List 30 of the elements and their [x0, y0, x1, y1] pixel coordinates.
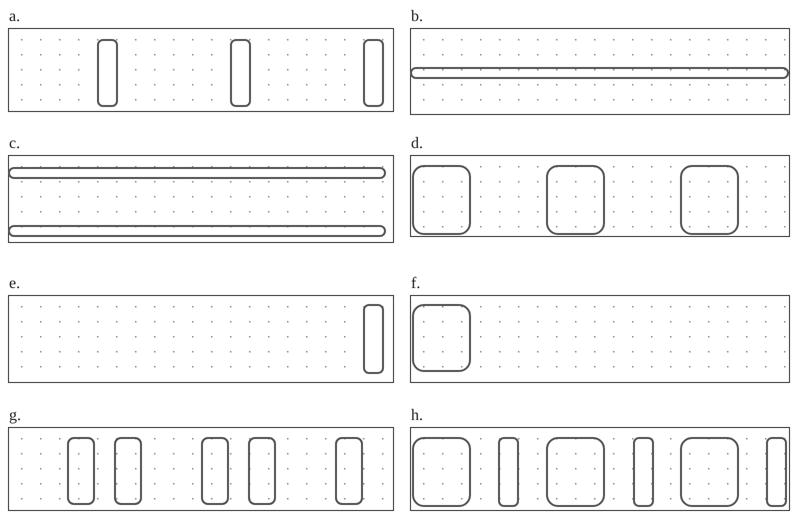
panel-label: c.: [9, 135, 20, 153]
highlight-rounded-rect: [335, 437, 363, 505]
highlight-rounded-rect: [230, 39, 251, 107]
highlight-rounded-rect: [201, 437, 229, 505]
highlight-rounded-rect: [363, 304, 384, 374]
highlight-bar: [410, 67, 789, 79]
highlight-rounded-rect: [546, 437, 605, 507]
panel-label: d.: [411, 135, 423, 153]
highlight-rounded-rect: [412, 304, 471, 372]
highlight-rounded-rect: [97, 39, 118, 107]
highlight-rounded-rect: [363, 39, 384, 107]
panel-label: a.: [9, 8, 20, 26]
highlight-rounded-rect: [412, 165, 471, 235]
panel-label: h.: [411, 407, 423, 425]
highlight-bar: [8, 225, 386, 237]
highlight-rounded-rect: [248, 437, 276, 505]
highlight-rounded-rect: [680, 437, 739, 507]
panel-label: g.: [9, 407, 21, 425]
highlight-rounded-rect: [680, 165, 739, 235]
panel-label: f.: [411, 275, 420, 293]
highlight-rounded-rect: [67, 437, 95, 505]
highlight-rounded-rect: [498, 437, 519, 507]
highlight-bar: [8, 167, 386, 179]
highlight-rounded-rect: [114, 437, 142, 505]
highlight-rounded-rect: [546, 165, 605, 235]
panel-label: b.: [411, 8, 423, 26]
panel-label: e.: [9, 275, 20, 293]
highlight-rounded-rect: [412, 437, 471, 507]
highlight-rounded-rect: [633, 437, 654, 507]
highlight-rounded-rect: [766, 437, 787, 507]
